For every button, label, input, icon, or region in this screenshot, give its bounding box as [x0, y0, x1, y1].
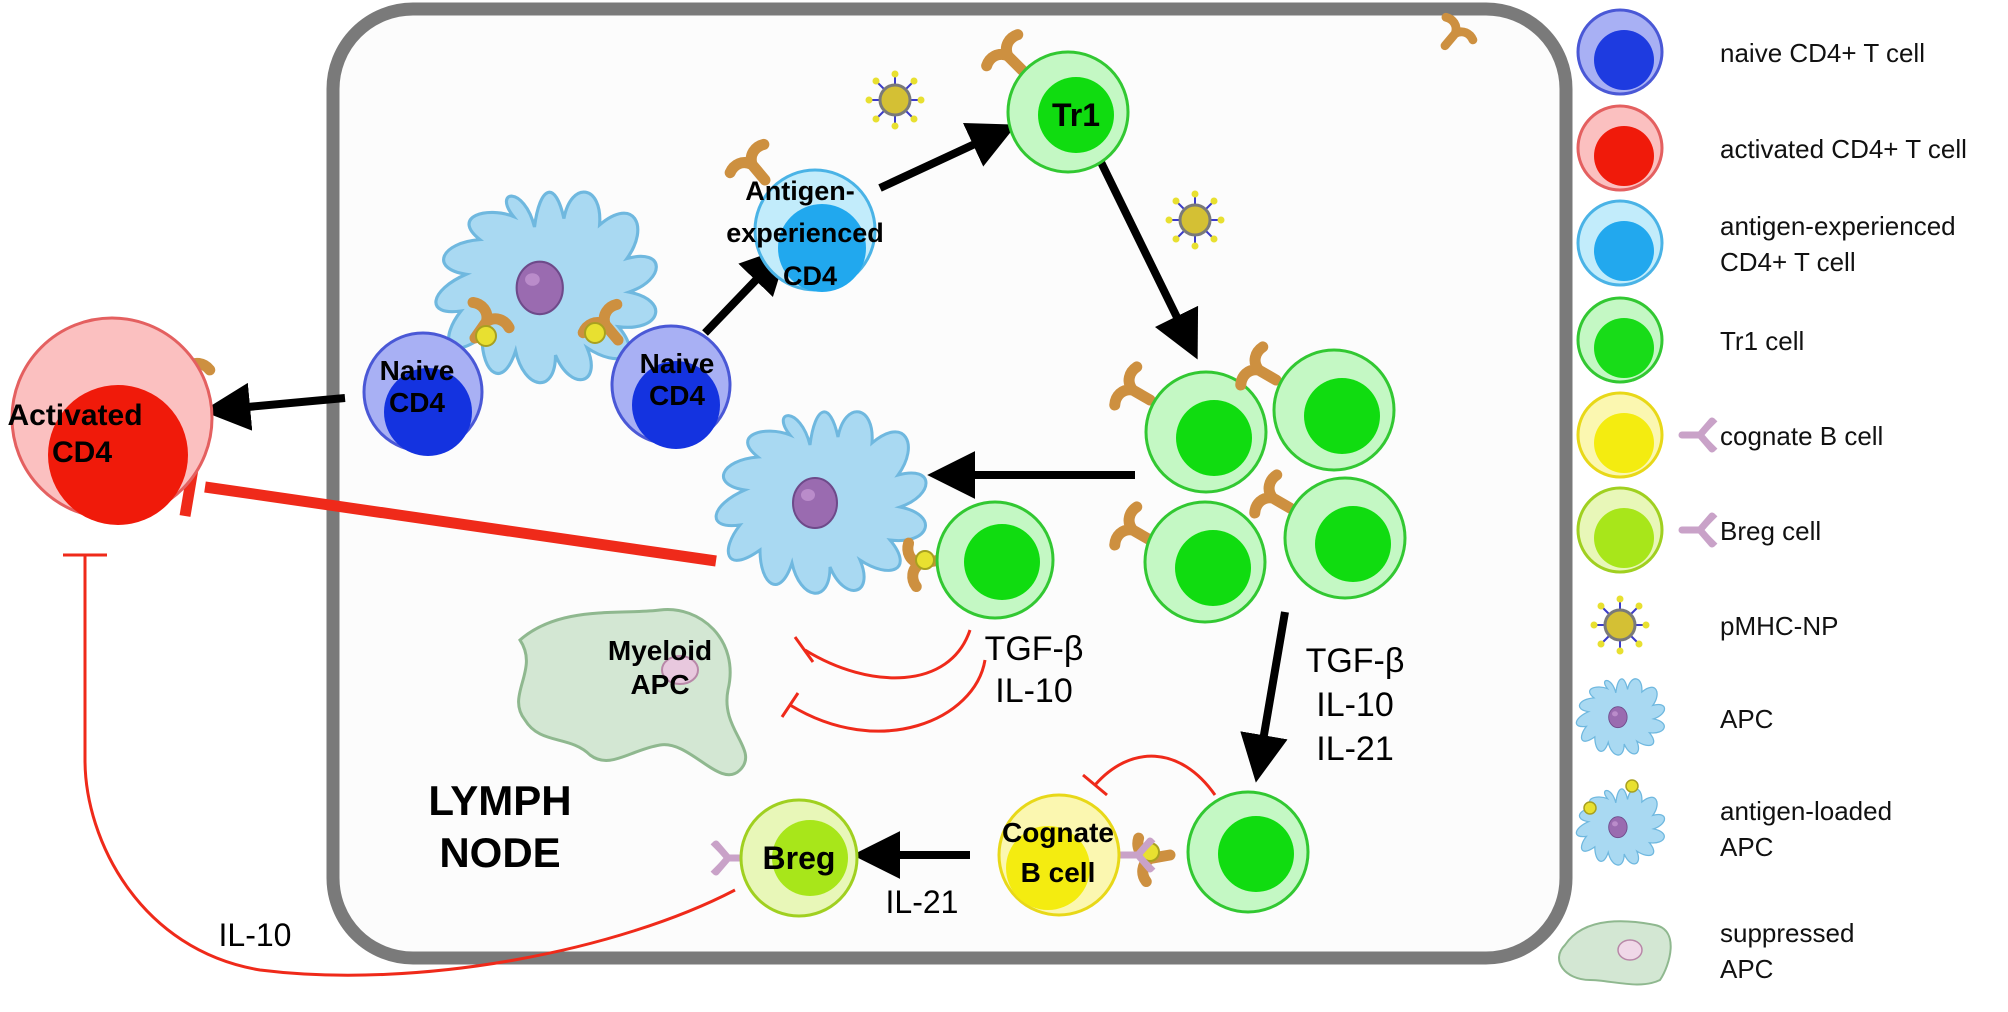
pmhc-np-icon [1589, 594, 1651, 656]
cytokine-right-2: IL-10 [1316, 686, 1394, 724]
tr1-label: Tr1 [1052, 97, 1100, 133]
breg-cell: Breg [712, 798, 859, 918]
naive-cd4-icon [1576, 8, 1664, 96]
myeloid-label-line2: APC [630, 669, 689, 700]
legend-label: naive CD4+ T cell [1720, 38, 1925, 68]
cytokine-right-3: IL-21 [1316, 730, 1394, 768]
legend-label: CD4+ T cell [1720, 247, 1856, 277]
tgf-inhibit-myeloid-curve [789, 659, 987, 733]
tr1-icon [1432, 16, 1664, 384]
cytokine-right-1: TGF-β [1306, 642, 1405, 680]
naive-left-label-line1: Naive [380, 355, 455, 386]
naive-right-label-line2: CD4 [649, 380, 705, 411]
arrow-naive-to-activated [202, 382, 346, 431]
lymph-node-label-line2: NODE [439, 829, 560, 876]
il10-feedback-curve [83, 555, 736, 977]
apc-inhibition-line [204, 481, 717, 567]
myeloid-label-line1: Myeloid [608, 635, 712, 666]
legend: naive CD4+ T cell activated CD4+ T cell an… [1395, 8, 1967, 986]
cognate-label-line2: B cell [1021, 857, 1096, 888]
antigen-experienced-icon [1576, 199, 1664, 287]
tr1-expansion-cluster [1113, 346, 1407, 624]
legend-label: APC [1720, 704, 1773, 734]
cognate-b-icon [1576, 391, 1716, 479]
naive-cd4-cell-left: Naive CD4 [362, 301, 510, 456]
legend-label: cognate B cell [1720, 421, 1883, 451]
activated-cd4-icon [1576, 104, 1664, 192]
tr1-cell: Tr1 [985, 33, 1130, 174]
legend-label: pMHC-NP [1720, 611, 1838, 641]
legend-label: Breg cell [1720, 516, 1821, 546]
apc-icon [1575, 678, 1666, 756]
myeloid-apc-cell: Myeloid APC [517, 608, 748, 777]
activated-cd4-label-line2: CD4 [52, 436, 112, 469]
tr1-apc-contact [907, 500, 1055, 620]
arrow-expansion-to-tr1-bcell [1240, 611, 1289, 783]
cognate-b-cell: Cognate B cell [997, 793, 1154, 917]
breg-label: Breg [763, 840, 836, 876]
pmhc-np-icon [1164, 189, 1226, 251]
naive-right-label-line1: Naive [640, 348, 715, 379]
cytokine-breg-arrow: IL-21 [886, 884, 959, 920]
legend-label: APC [1720, 832, 1773, 862]
arrow-antigen-exp-to-tr1 [878, 123, 1017, 192]
lymph-node-label-line1: LYMPH [428, 777, 571, 824]
tr1-inhibit-bcell-curve [1093, 754, 1217, 796]
legend-label: antigen-loaded [1720, 796, 1892, 826]
antigen-exp-label-line2: experienced [726, 218, 884, 248]
cognate-label-line1: Cognate [1002, 817, 1114, 848]
tgf-inhibit-apc-curve [804, 629, 972, 680]
cytokine-center-2: IL-10 [995, 672, 1073, 710]
legend-label: Tr1 cell [1720, 326, 1804, 356]
tr1-bcell-contact [1137, 790, 1310, 914]
suppressed-apc-icon [1558, 920, 1672, 986]
naive-cd4-cell-right: Naive CD4 [582, 303, 732, 449]
cytokine-center-1: TGF-β [985, 630, 1084, 668]
cytokine-breg-feedback: IL-10 [219, 917, 292, 953]
arrow-tr1-to-expansion [1092, 150, 1199, 360]
activated-cd4-cell: Activated CD4 [7, 316, 212, 525]
breg-icon [1576, 486, 1716, 574]
legend-label: APC [1720, 954, 1773, 984]
antigen-experienced-cd4-cell: Antigen- experienced CD4 [726, 143, 884, 292]
tgf-inhibit-apc-tbar [793, 636, 815, 663]
tr1-inhibit-bcell-tbar [1082, 773, 1108, 797]
antigen-exp-label-line1: Antigen- [745, 176, 854, 206]
pmhc-np-icon [864, 69, 926, 131]
legend-label: suppressed [1720, 918, 1854, 948]
activated-cd4-label-line1: Activated [7, 399, 142, 432]
naive-left-label-line2: CD4 [389, 387, 445, 418]
antigen-loaded-apc-icon [1575, 779, 1666, 866]
tgf-inhibit-myeloid-tbar [780, 692, 800, 718]
legend-label: antigen-experienced [1720, 211, 1956, 241]
legend-label: activated CD4+ T cell [1720, 134, 1967, 164]
antigen-exp-label-line3: CD4 [783, 261, 837, 291]
